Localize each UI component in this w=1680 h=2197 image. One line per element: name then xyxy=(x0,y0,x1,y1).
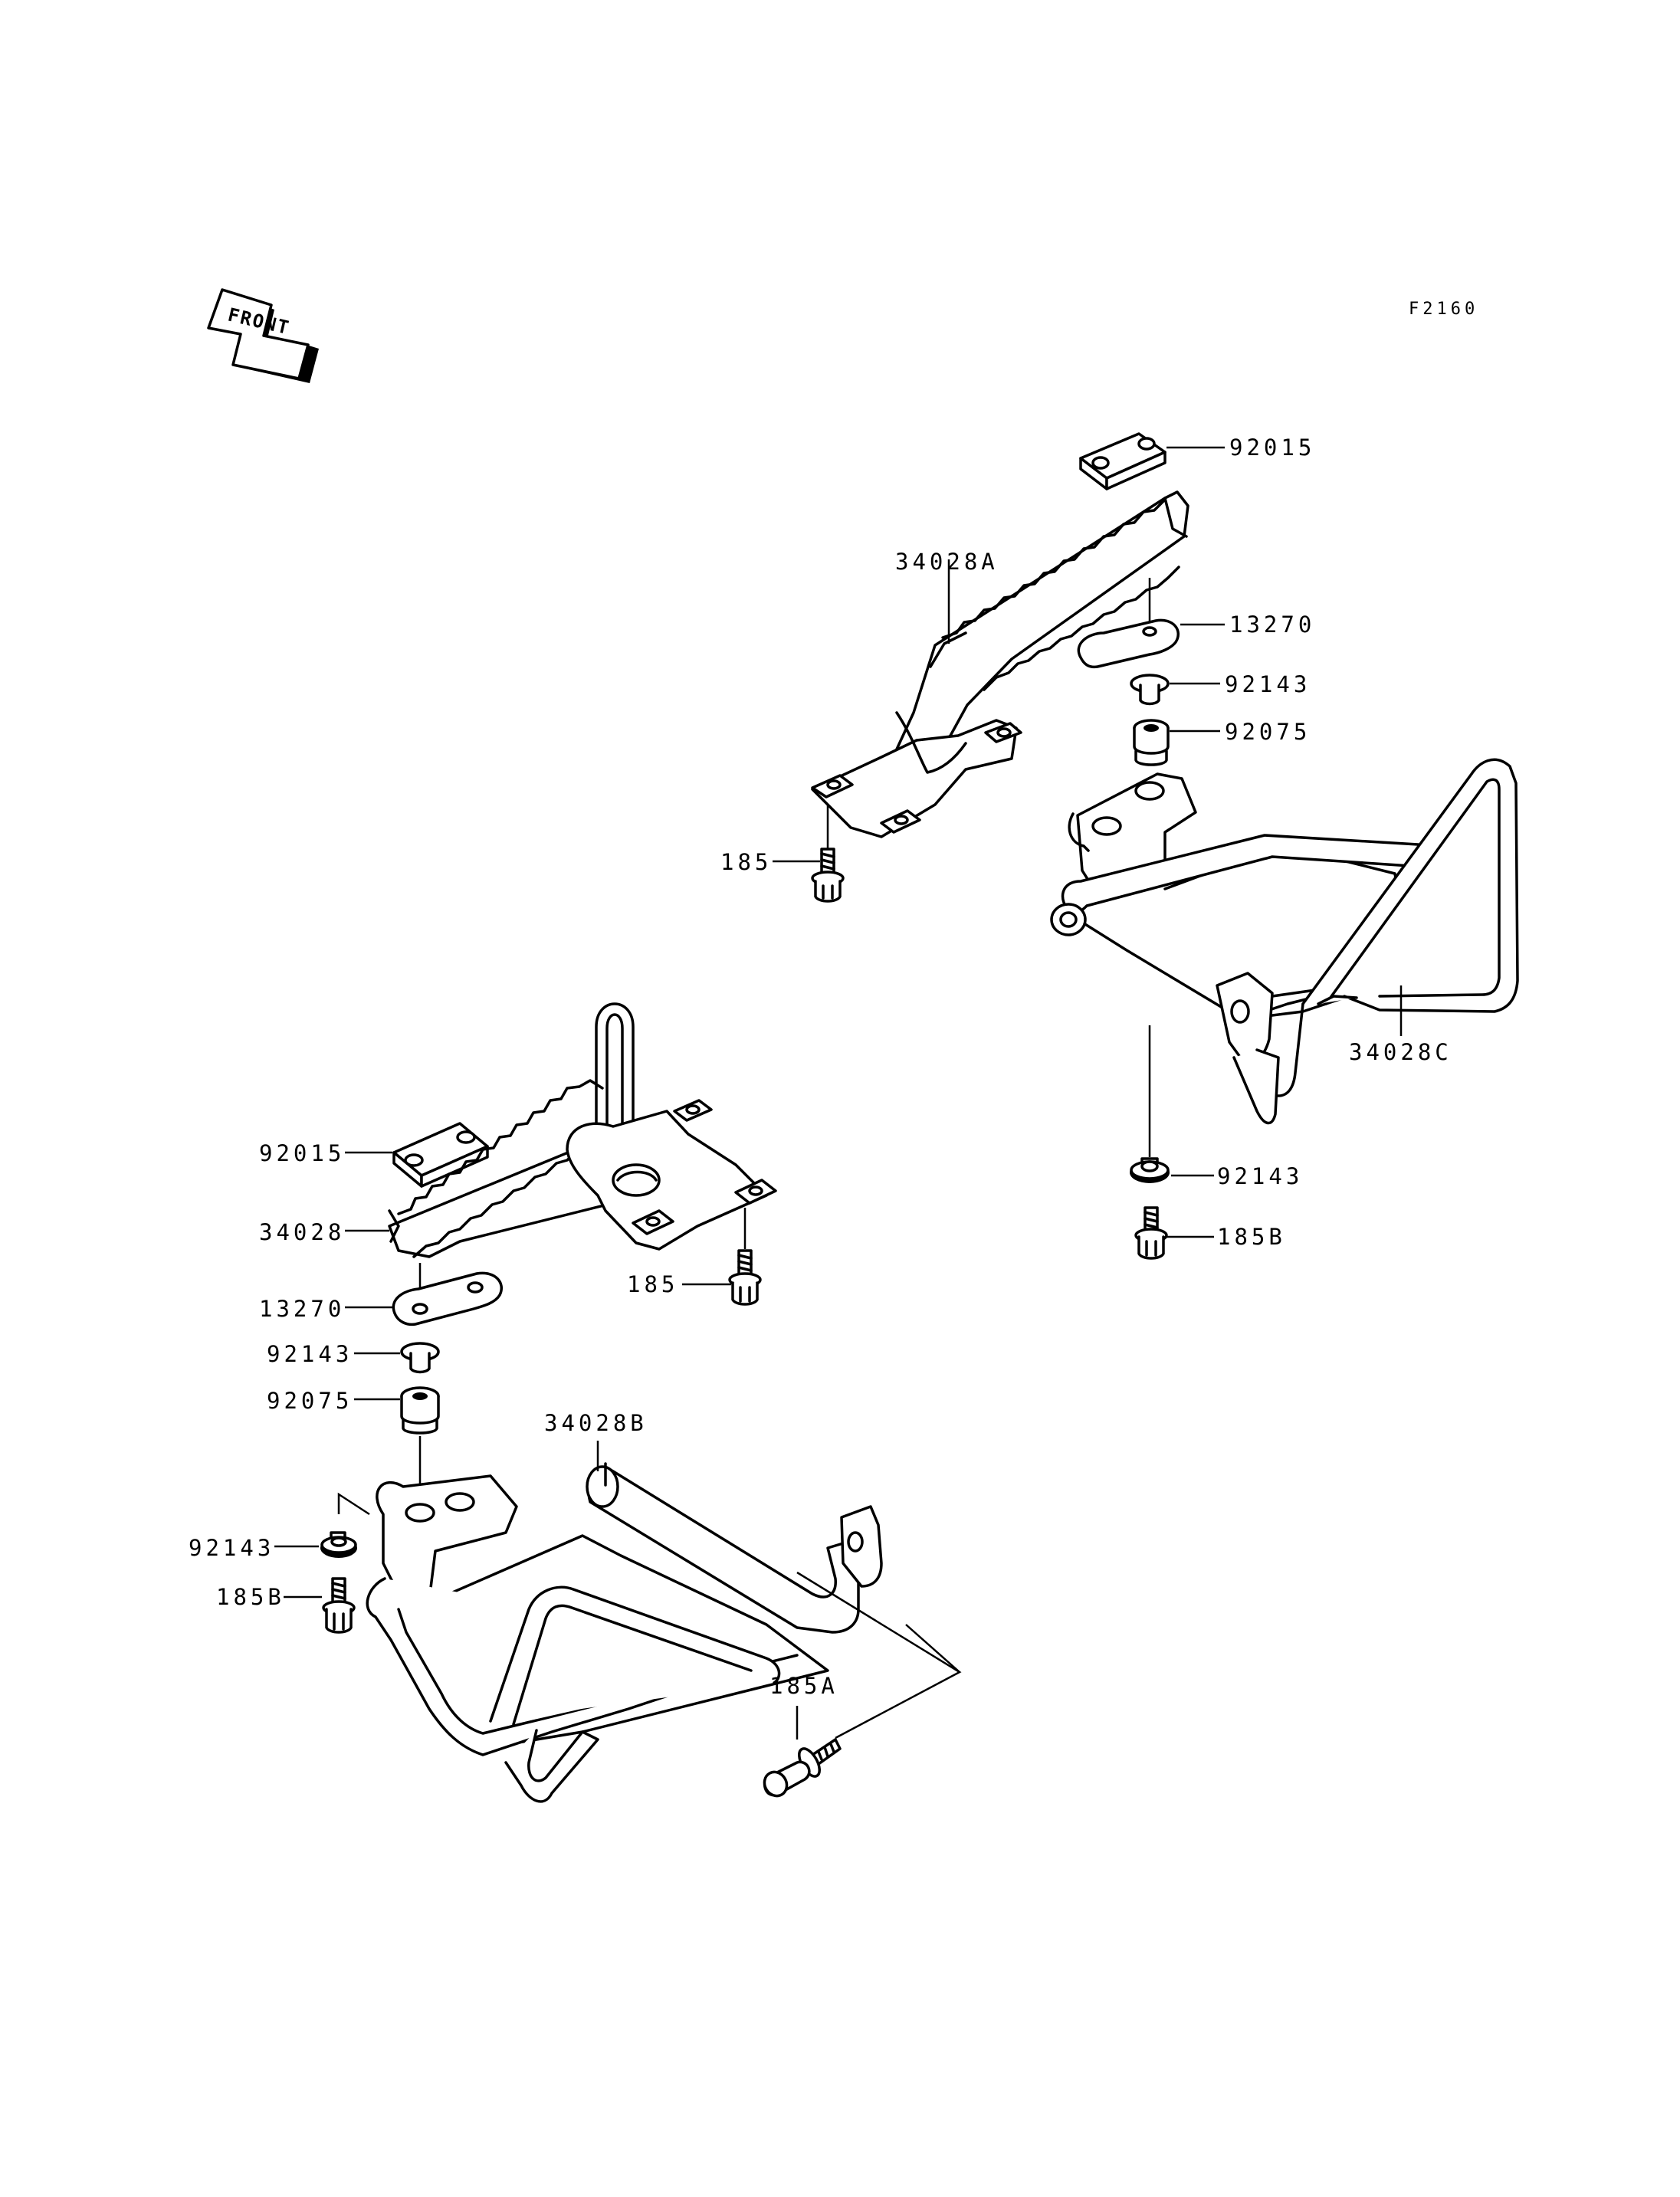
front-arrow-icon: FRONT xyxy=(207,288,319,383)
bolt-185B-right xyxy=(1134,1206,1168,1260)
label-185B-right: 185B xyxy=(1217,1224,1286,1250)
label-92143-right-upper: 92143 xyxy=(1225,671,1311,697)
label-34028B: 34028B xyxy=(544,1410,648,1436)
label-34028C: 34028C xyxy=(1349,1039,1452,1065)
bolt-185-right xyxy=(811,848,845,903)
collar-92143-left-lower xyxy=(320,1531,357,1558)
bolt-185A xyxy=(763,1738,842,1798)
guard-bar-34028B xyxy=(366,1462,883,1803)
guard-bar-34028C xyxy=(1050,758,1519,1125)
label-92143-left-lower: 92143 xyxy=(189,1535,274,1561)
collar-92143-right-lower xyxy=(1130,1157,1170,1183)
label-13270-right: 13270 xyxy=(1229,612,1315,638)
label-92143-left-upper: 92143 xyxy=(267,1341,353,1367)
damper-92075-left xyxy=(400,1386,440,1435)
footrest-34028A xyxy=(811,490,1189,838)
damper-92075-right xyxy=(1133,719,1170,766)
pad-92015-right xyxy=(1079,432,1166,490)
label-185B-left: 185B xyxy=(216,1584,285,1610)
label-92075-left: 92075 xyxy=(267,1388,353,1414)
pad-92015-left xyxy=(392,1122,489,1188)
plate-13270-left xyxy=(392,1271,503,1326)
bolt-185-left xyxy=(728,1249,762,1306)
collar-92143-left-upper xyxy=(400,1342,440,1374)
label-92143-right-lower: 92143 xyxy=(1217,1163,1303,1189)
label-34028: 34028 xyxy=(259,1219,345,1245)
bolt-185B-left xyxy=(322,1577,356,1634)
label-92015-left: 92015 xyxy=(259,1140,345,1166)
figure-code: F2160 xyxy=(1409,300,1478,319)
footrest-34028 xyxy=(388,1079,777,1258)
label-185-left: 185 xyxy=(627,1271,678,1297)
label-92075-right: 92075 xyxy=(1225,719,1311,745)
label-34028A: 34028A xyxy=(895,549,999,575)
plate-13270-right xyxy=(1077,618,1180,669)
loop-handle xyxy=(595,1002,635,1182)
collar-92143-right-upper xyxy=(1130,674,1170,706)
label-185-right: 185 xyxy=(720,849,772,875)
label-185A: 185A xyxy=(769,1673,838,1699)
label-92015-right: 92015 xyxy=(1229,434,1315,461)
label-13270-left: 13270 xyxy=(259,1296,345,1322)
